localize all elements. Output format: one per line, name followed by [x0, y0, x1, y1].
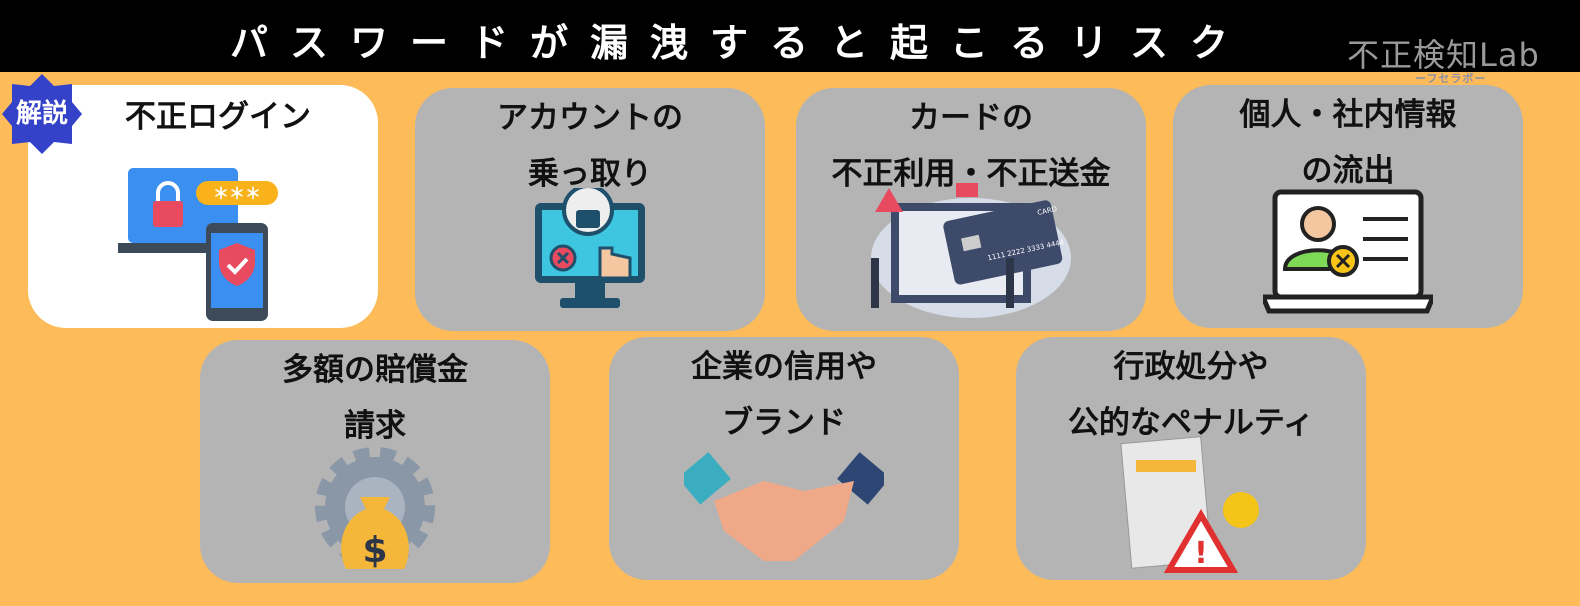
card-label: 個人・社内情報 の流出	[1239, 97, 1457, 189]
risk-card-brand-trust[interactable]: 企業の信用や ブランド	[609, 337, 959, 580]
brand-logo: 不正検知Lab	[1347, 36, 1540, 74]
handshake-icon	[684, 452, 884, 561]
credit-card-fraud-icon: CARD 1111 2222 3333 4444	[871, 183, 1071, 318]
card-label: 不正ログイン	[125, 99, 311, 135]
laptop-lock-icon: ＊＊＊	[118, 168, 278, 321]
card-label: 多額の賠償金 請求	[282, 352, 468, 444]
risk-card-card-fraud[interactable]: カードの 不正利用・不正送金 CARD 1111 2222 3333 4444	[796, 88, 1146, 331]
money-bag-gear-icon: $	[315, 447, 435, 571]
badge-label: 解説	[15, 99, 68, 129]
header-bar: パスワードが漏洩すると起こるリスク 不正検知Lab	[0, 0, 1580, 74]
card-label: 行政処分や 公的なペナルティ	[1067, 349, 1315, 441]
risk-card-damages[interactable]: 多額の賠償金 請求 $	[200, 340, 550, 583]
explanation-badge: 解説	[2, 74, 82, 154]
card-text: CARD	[1037, 205, 1058, 217]
svg-text:!: !	[1194, 536, 1208, 571]
page-title: パスワードが漏洩すると起こるリスク	[230, 21, 1251, 65]
card-label: アカウントの 乗っ取り	[497, 100, 683, 192]
brand-logo-subtitle: ーフセラボー	[1415, 72, 1487, 85]
risk-card-penalty[interactable]: 行政処分や 公的なペナルティ !	[1016, 337, 1366, 580]
card-label: 企業の信用や ブランド	[691, 349, 877, 441]
svg-text:$: $	[362, 530, 387, 571]
risk-card-unauthorized-login[interactable]: 不正ログイン ＊＊＊	[28, 85, 378, 328]
laptop-user-leak-icon	[1263, 189, 1433, 314]
hacked-monitor-icon	[535, 188, 645, 308]
document-warning-icon: !	[1120, 436, 1259, 573]
risk-card-account-takeover[interactable]: アカウントの 乗っ取り	[415, 88, 765, 331]
password-mask: ＊＊＊	[213, 184, 261, 203]
risk-card-data-leak[interactable]: 個人・社内情報 の流出	[1173, 85, 1523, 328]
